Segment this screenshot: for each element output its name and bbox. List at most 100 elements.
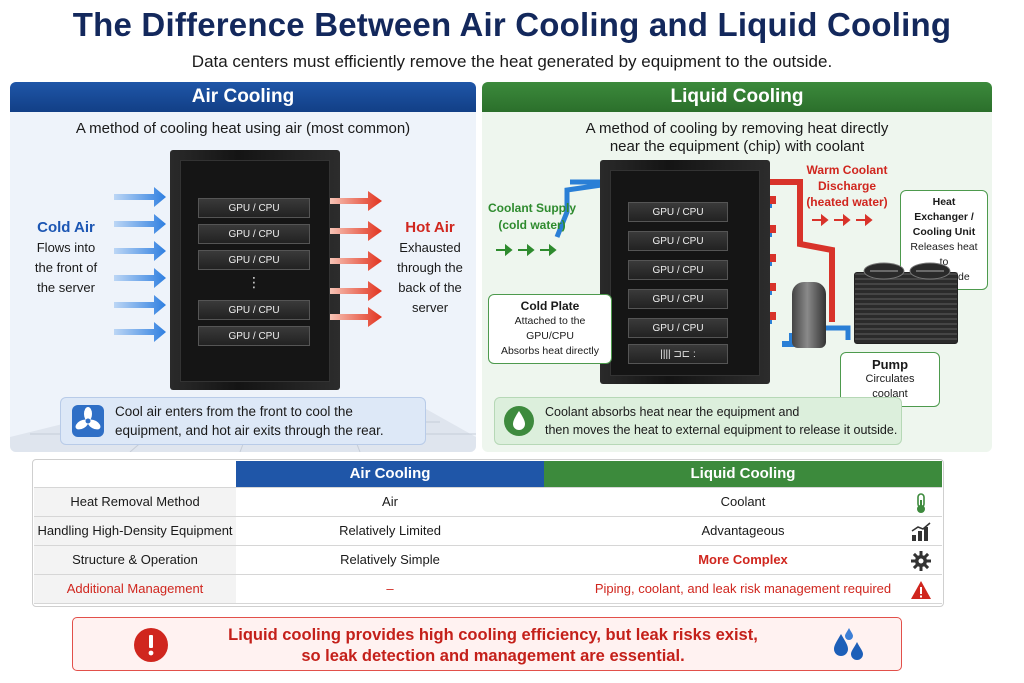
table-header-empty <box>34 461 236 488</box>
water-drops-icon <box>834 628 863 660</box>
droplet-icon <box>504 406 534 436</box>
coolant-supply-text: Coolant Supply (cold water) <box>488 200 576 234</box>
liquid-cell: Piping, coolant, and leak risk managemen… <box>544 574 942 604</box>
cold-air-line: Flows into <box>36 240 96 255</box>
hot-air-line: server <box>411 300 449 315</box>
air-info-box: Cool air enters from the front to cool t… <box>60 397 426 445</box>
bar-chart-icon <box>911 521 931 541</box>
comparison-table-frame <box>32 459 944 607</box>
hot-air-line: back of the <box>398 280 462 295</box>
pump-icon <box>792 282 826 348</box>
coolant-supply-line: Coolant Supply <box>488 201 576 215</box>
fan-icon <box>72 405 104 437</box>
liquid-cell-text: Coolant <box>720 494 766 509</box>
server-slot: GPU / CPU <box>198 326 310 346</box>
liquid-cooling-description: A method of cooling by removing heat dir… <box>482 120 992 156</box>
exchanger-title-line: Cooling Unit <box>912 226 976 238</box>
liquid-cooling-panel: Liquid Cooling A method of cooling by re… <box>482 82 992 452</box>
comparison-table: Air Cooling Liquid Cooling Heat Removal … <box>34 461 942 604</box>
table-row: Structure & Operation Relatively Simple … <box>34 545 942 575</box>
liquid-cell-text: Advantageous <box>701 523 785 538</box>
row-label: Additional Management <box>34 574 236 604</box>
warning-line: Liquid cooling provides high cooling eff… <box>228 626 758 644</box>
liquid-cell: More Complex <box>544 545 942 575</box>
thermometer-icon <box>917 492 925 513</box>
air-cell: – <box>236 574 544 604</box>
air-cell: Air <box>236 487 544 517</box>
liquid-description-line: near the equipment (chip) with coolant <box>609 138 865 155</box>
table-header-liquid: Liquid Cooling <box>544 461 942 488</box>
warning-line: so leak detection and management are ess… <box>301 647 685 665</box>
table-row: Heat Removal Method Air Coolant <box>34 487 942 517</box>
alert-icon <box>134 628 168 662</box>
coolant-supply-line: (cold water) <box>498 218 566 232</box>
air-info-line: Cool air enters from the front to cool t… <box>115 404 353 419</box>
cold-plate-title: Cold Plate <box>520 299 580 313</box>
table-header-row: Air Cooling Liquid Cooling <box>34 461 942 488</box>
discharge-line: Warm Coolant <box>806 163 888 177</box>
cold-air-line: the server <box>37 280 95 295</box>
air-cooling-description: A method of cooling heat using air (most… <box>75 120 411 137</box>
warning-icon <box>911 580 931 599</box>
table-row: Handling High-Density Equipment Relative… <box>34 516 942 546</box>
server-slot: GPU / CPU <box>628 318 728 338</box>
air-cell: Relatively Simple <box>236 545 544 575</box>
liquid-description-line: A method of cooling by removing heat dir… <box>585 120 889 137</box>
warning-text: Liquid cooling provides high cooling eff… <box>193 625 793 667</box>
server-slot: GPU / CPU <box>628 231 728 251</box>
server-slot: GPU / CPU <box>628 260 728 280</box>
row-label: Heat Removal Method <box>34 487 236 517</box>
cold-air-arrows <box>114 187 166 342</box>
gear-icon <box>911 550 931 571</box>
page-title: The Difference Between Air Cooling and L… <box>72 6 952 43</box>
discharge-line: (heated water) <box>806 195 888 209</box>
server-slot: GPU / CPU <box>628 202 728 222</box>
server-slot: |||| ⊐⊏ : <box>628 344 728 364</box>
pump-title: Pump <box>871 357 909 372</box>
liquid-server-rack: GPU / CPU GPU / CPU GPU / CPU GPU / CPU … <box>600 160 770 384</box>
exchanger-desc-line: Releases heat to <box>910 241 978 268</box>
warm-discharge-text: Warm Coolant Discharge (heated water) <box>792 162 902 210</box>
hot-air-label: Hot Air <box>405 219 455 236</box>
cold-air-label: Cold Air <box>37 219 95 236</box>
liquid-cell: Coolant <box>544 487 942 517</box>
cold-plate-line: Absorbs heat directly <box>500 345 600 357</box>
discharge-line: Discharge <box>817 179 877 193</box>
air-cooling-header: Air Cooling <box>10 82 476 112</box>
discharge-arrows <box>812 213 873 227</box>
table-header-air: Air Cooling <box>236 461 544 488</box>
row-label: Structure & Operation <box>34 545 236 575</box>
server-slot: GPU / CPU <box>198 224 310 244</box>
supply-arrows <box>496 243 557 257</box>
air-cell: Relatively Limited <box>236 516 544 546</box>
heat-exchanger-unit <box>854 272 958 344</box>
leak-warning-banner: Liquid cooling provides high cooling eff… <box>72 617 902 671</box>
hot-air-arrows <box>330 191 382 327</box>
air-cooling-panel: Air Cooling A method of cooling heat usi… <box>10 82 476 452</box>
liquid-cell-text: Piping, coolant, and leak risk managemen… <box>594 581 892 596</box>
air-info-line: equipment, and hot air exits through the… <box>115 423 384 438</box>
table-row: Additional Management – Piping, coolant,… <box>34 574 942 604</box>
server-slot: GPU / CPU <box>198 300 310 320</box>
cold-plate-line: Attached to the GPU/CPU <box>514 315 586 342</box>
fan-icon <box>863 262 951 280</box>
liquid-cell: Advantageous <box>544 516 942 546</box>
hot-air-line: through the <box>397 260 463 275</box>
cold-plate-callout: Cold Plate Attached to the GPU/CPU Absor… <box>488 294 612 364</box>
page-subtitle: Data centers must efficiently remove the… <box>191 52 833 71</box>
liquid-cell-text: More Complex <box>698 552 788 567</box>
ellipsis-icon: ⋮ <box>247 274 261 290</box>
liquid-info-box: Coolant absorbs heat near the equipment … <box>494 397 902 445</box>
air-server-rack: GPU / CPU GPU / CPU GPU / CPU ⋮ GPU / CP… <box>170 150 340 390</box>
hot-air-line: Exhausted <box>399 240 461 255</box>
server-slot: GPU / CPU <box>198 250 310 270</box>
server-slot: GPU / CPU <box>198 198 310 218</box>
exchanger-title-line: Heat Exchanger / <box>914 196 974 223</box>
liquid-info-line: Coolant absorbs heat near the equipment … <box>545 405 800 419</box>
hot-air-text: Hot Air Exhausted through the back of th… <box>385 218 475 318</box>
server-slot: GPU / CPU <box>628 289 728 309</box>
liquid-info-line: then moves the heat to external equipmen… <box>545 423 898 437</box>
liquid-cooling-header: Liquid Cooling <box>482 82 992 112</box>
cold-air-line: the front of <box>34 260 98 275</box>
row-label: Handling High-Density Equipment <box>34 516 236 546</box>
